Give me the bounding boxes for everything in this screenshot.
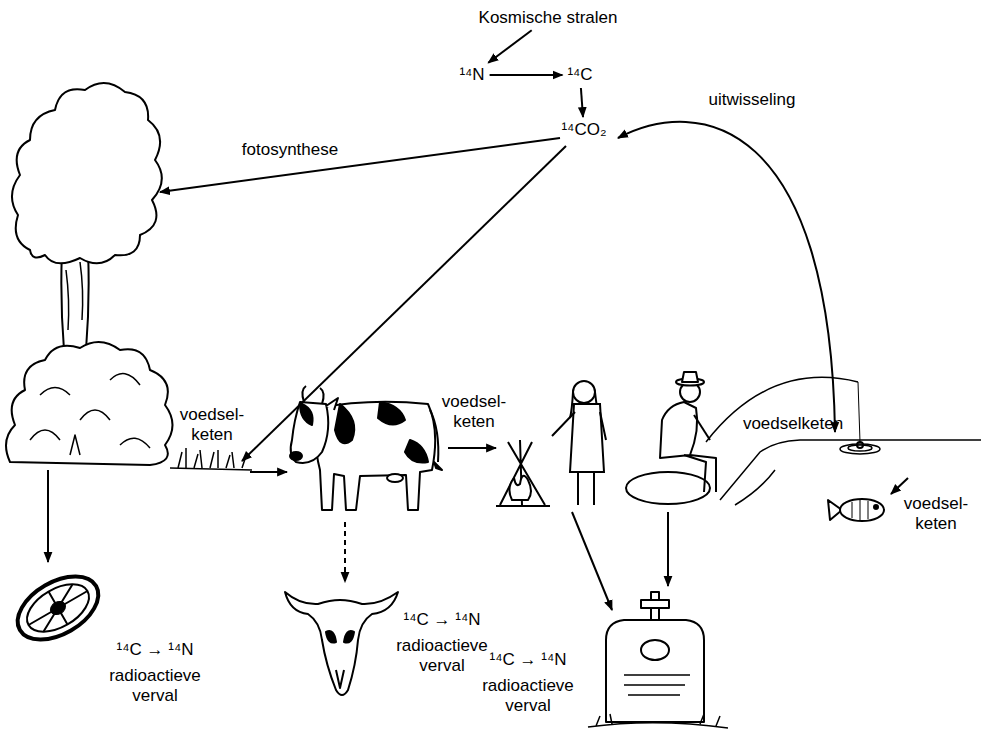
process-arrow-part [242,146,566,461]
reaction-arrow [490,74,563,76]
fisherman-illustration-part [684,455,716,492]
wheel-illustration-part [7,563,109,652]
process-arrow-part [618,122,835,432]
fish-illustration-part [840,499,884,521]
cow-illustration-part [335,404,354,443]
decay-label: radioactieve verval [396,636,488,676]
node-text: Kosmische stralen [479,8,618,28]
grass-illustration-part [170,468,252,470]
wheel-illustration [7,563,109,652]
cow-illustration [290,386,442,510]
wheel-illustration-part [19,575,97,642]
cow-skull-illustration-part [336,670,344,688]
process-arrow-part [667,512,669,586]
campfire-illustration-part [500,440,545,505]
gravestone-illustration-part [624,675,690,695]
process-arrow-part [160,138,560,192]
process-arrow-part [250,471,287,473]
process-arrow [48,122,908,610]
wheel-illustration-part [19,575,97,642]
reaction-arrow [488,30,531,63]
node-text: ¹⁴CO₂ [561,120,606,140]
food-chain-label: voedsel- keten [442,392,506,432]
decay-label: radioactieve verval [109,666,201,706]
process-arrow-part [891,478,908,494]
campfire-illustration-part [509,476,531,500]
water-illustration-part [735,470,775,505]
gravestone-illustration-part [641,600,669,608]
process-arrow-part [344,522,346,582]
cow-illustration-part [300,404,313,425]
tree-illustration [6,83,173,465]
fisherman-illustration-part [626,472,710,504]
fisherman-illustration-part [858,382,860,442]
fisherman-illustration-part [694,415,710,440]
campfire-illustration-part [496,505,550,507]
woman-illustration-part [570,404,604,472]
reaction-arrow [581,88,583,117]
decay-label: radioactieve verval [482,676,574,716]
cow-illustration-part [405,440,428,463]
gravestone-illustration-part [641,640,669,660]
food-chain-label: voedsel- keten [904,494,968,534]
molecule-node: ¹⁴CO₂ [558,119,609,141]
cow-skull-illustration-part [344,631,354,642]
cow-illustration-part [378,402,405,425]
fisherman-illustration-part [682,372,698,382]
tree-illustration-part [6,342,173,465]
water-illustration-part [840,444,880,454]
node-text: ¹⁴C [567,65,592,85]
tree-illustration-part [12,83,162,263]
woman-illustration [552,381,606,505]
water-illustration-part [720,440,981,500]
cow-illustration-part [434,462,442,470]
cow-skull-illustration-part [326,631,336,642]
cow-skull-illustration [285,592,398,695]
fisherman-illustration [626,372,863,504]
fish-illustration-part [874,505,878,509]
tree-illustration-part [61,250,88,350]
gravestone-illustration [588,592,728,728]
isotope-node: ¹⁴C [564,64,595,86]
gravestone-illustration-part [606,620,704,722]
cow-illustration-part [315,402,435,510]
process-arrow-part [47,470,49,562]
process-label: fotosynthese [242,140,338,160]
cow-illustration-part [387,474,403,482]
source-label: Kosmische stralen [476,7,621,29]
food-chain-label: voedsel- keten [180,405,244,445]
process-arrow-part [572,512,612,610]
food-chain-label: voedselketen [743,414,843,434]
fisherman-illustration-part [660,402,697,458]
tree-illustration-part [66,262,83,330]
decay-formula: ¹⁴C → ¹⁴N [117,640,194,660]
tree-illustration-part [30,374,150,455]
cow-illustration-part [302,386,323,404]
isotope-node: ¹⁴N [456,64,487,86]
gravestone-illustration-part [588,714,728,728]
fish-illustration-part [852,500,868,520]
grass-illustration-part [178,448,246,468]
cow-illustration-part [290,452,302,460]
decay-formula: ¹⁴C → ¹⁴N [404,610,481,630]
cow-illustration-part [291,402,329,463]
woman-illustration-part [552,412,606,505]
cow-illustration-part [430,410,438,462]
wheel-illustration-part [48,599,68,617]
process-arrow-part [448,447,496,449]
decay-formula: ¹⁴C → ¹⁴N [490,650,567,670]
fish-illustration [828,499,884,521]
cow-illustration-part [326,398,338,410]
cow-skull-illustration-part [285,592,398,695]
process-label: uitwisseling [709,90,796,110]
campfire-illustration [496,440,550,506]
node-text: ¹⁴N [459,65,484,85]
woman-illustration-part [573,381,595,403]
grass-illustration [170,448,252,470]
water-illustration-part [848,445,872,451]
